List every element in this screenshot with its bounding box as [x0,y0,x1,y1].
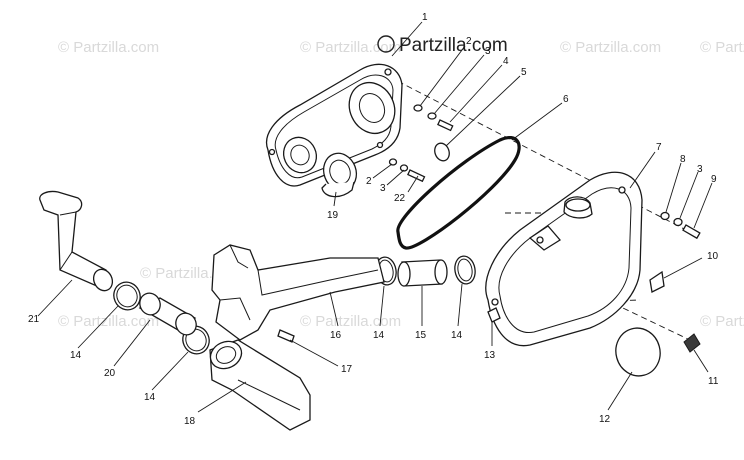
duct-part-18 [209,339,311,431]
watermark-2: © Partzilla.com [300,39,401,56]
callout-7: 7 [656,142,662,153]
callout-2-upper: 2 [466,36,472,47]
outer-clutch-cover [485,171,643,347]
lower-hardware [388,158,426,183]
watermark-7: © Partzilla.com [700,313,744,330]
watermark-5: © Partzilla.com [58,313,159,330]
callout-5: 5 [521,67,527,78]
inner-clutch-cover [266,63,403,187]
watermark-4: © Partzilla.com [700,39,744,56]
callout-10: 10 [707,251,719,262]
callout-9: 9 [711,174,717,185]
right-hardware [660,211,701,240]
callout-14-center-right: 14 [451,330,463,341]
bolt-part-17 [277,329,295,343]
air-duct-16 [211,244,385,341]
callout-12: 12 [599,414,611,425]
drive-belt [396,136,521,250]
callout-2-lower: 2 [366,176,372,187]
callout-6: 6 [563,94,569,105]
callout-labels: 1 2 3 4 5 6 2 3 22 19 7 8 3 9 10 11 12 1… [28,12,719,427]
callout-15: 15 [415,330,427,341]
watermark-3: © Partzilla.com [560,39,661,56]
callout-3-upper: 3 [485,46,491,57]
callout-19: 19 [327,210,339,221]
watermark-6: © Partzilla.com [300,313,401,330]
axis-line-upper [379,71,691,233]
partzilla-logo: Partzilla.com [377,35,508,56]
callout-4: 4 [503,56,509,67]
gasket-part-12 [615,327,661,377]
callout-14-left: 14 [70,350,82,361]
callout-13: 13 [484,350,496,361]
copyright-circle-icon [377,35,395,53]
callout-16: 16 [330,330,342,341]
callout-14-lower: 14 [144,392,156,403]
callout-1: 1 [422,12,428,23]
tube-part-15 [397,259,448,287]
watermark-1: © Partzilla.com [58,39,159,56]
callout-3-lower: 3 [380,183,386,194]
callout-3-right: 3 [697,164,703,175]
callout-14-center-left: 14 [373,330,385,341]
callout-11: 11 [708,376,719,387]
callout-18: 18 [184,416,196,427]
callout-21: 21 [28,314,40,325]
decal-part-10 [649,270,665,293]
callout-17: 17 [341,364,353,375]
callout-8: 8 [680,154,686,165]
fastener-part-13 [487,307,501,323]
brand-name: Partzilla.com [399,35,508,56]
leader-lines [37,21,713,413]
intake-duct-21 [39,190,114,292]
upper-hardware [413,104,454,162]
plate-part-11 [683,333,701,353]
tube-part-20 [138,292,197,336]
callout-20: 20 [104,368,116,379]
callout-22: 22 [394,193,406,204]
seal-part-19 [321,152,358,198]
